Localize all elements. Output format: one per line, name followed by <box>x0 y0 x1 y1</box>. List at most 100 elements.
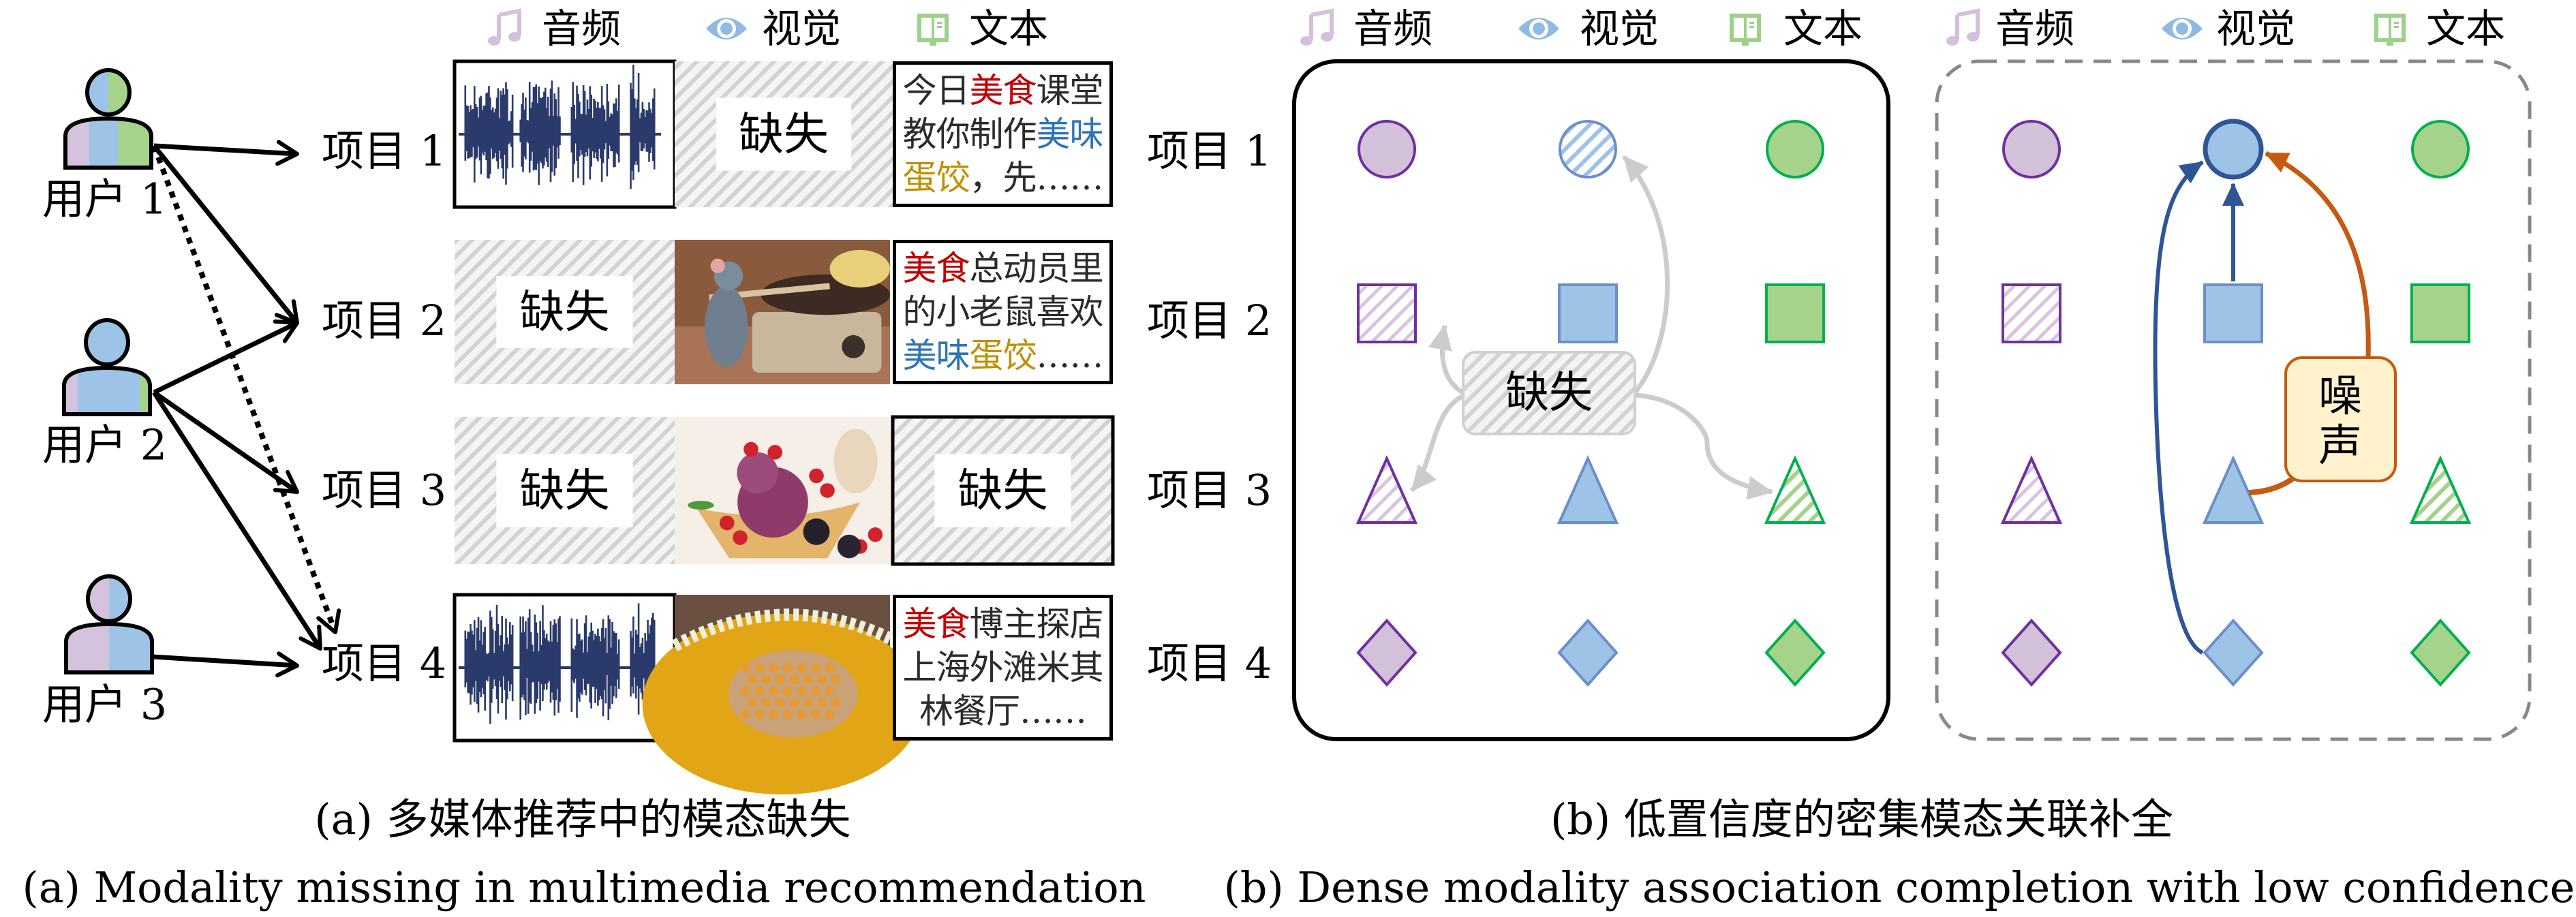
item-label-b-4: 项目 4 <box>1147 638 1272 688</box>
missing-modality-box: 缺失 <box>675 61 893 207</box>
item-label-a-4: 项目 4 <box>322 638 447 688</box>
text-line: 蛋饺，先…… <box>902 156 1104 200</box>
diamond-text-item4 <box>2410 618 2471 687</box>
eye-icon <box>1518 18 1559 40</box>
text-line: 的小老鼠喜欢 <box>902 290 1104 334</box>
text-segment-dark: 上海外滩米其 <box>902 648 1104 687</box>
diamond-text-item4 <box>1764 618 1826 687</box>
text-segment-dark: 的小老鼠喜欢 <box>902 292 1104 332</box>
text-segment-red: 美食 <box>969 71 1037 110</box>
music-note-icon <box>1946 8 1980 46</box>
modality-legend-b-right: 音频视觉文本 <box>1946 5 2505 52</box>
user-item-interactions <box>151 140 341 678</box>
item-label-a-2: 项目 2 <box>322 296 447 345</box>
diamond-audio-item4 <box>1356 618 1417 687</box>
user-group: 用户 1用户 2用户 3 <box>42 68 167 730</box>
text-segment-gold: 蛋饺 <box>969 336 1037 375</box>
missing-modality-box: 缺失 <box>455 417 675 564</box>
text-line: 美味蛋饺…… <box>902 334 1104 377</box>
user-body <box>66 624 152 672</box>
legend-label-visual: 视觉 <box>2216 5 2295 52</box>
missing-label: 缺失 <box>520 286 610 339</box>
user-2: 用户 2 <box>42 318 167 470</box>
item-label-a-1: 项目 1 <box>322 126 447 176</box>
circle-visual-item1 <box>1559 120 1617 178</box>
text-modality-box: 美食总动员里的小老鼠喜欢美味蛋饺…… <box>893 240 1113 384</box>
square-visual-item2 <box>1558 283 1618 343</box>
missing-label: 缺失 <box>958 465 1048 517</box>
interaction-arrow-user1-item2 <box>152 144 299 325</box>
diamond-visual-item4 <box>1557 618 1619 687</box>
circle-text-item1 <box>2411 120 2470 178</box>
waveform-bars <box>464 64 656 189</box>
book-icon <box>917 14 949 46</box>
music-note-icon <box>1300 8 1334 46</box>
missing-node: 缺失 <box>1462 351 1636 435</box>
noise-node <box>2284 356 2397 482</box>
legend-label-text: 文本 <box>969 5 1048 52</box>
text-segment-red: 美食 <box>902 249 970 288</box>
text-segment-dark: 林餐厅…… <box>919 691 1087 731</box>
triangle-audio-item3 <box>2000 455 2063 524</box>
triangle-audio-item3 <box>1355 455 1418 524</box>
noise-label-char-1: 噪 <box>2318 371 2362 422</box>
legend-label-visual: 视觉 <box>1580 5 1659 52</box>
noise-label-char-2: 声 <box>2318 421 2362 471</box>
user-label: 用户 2 <box>42 420 167 470</box>
triangle-text-item3 <box>1764 455 1826 524</box>
text-segment-dark: 博主探店 <box>969 604 1104 644</box>
missing-completion-arrows <box>1410 155 1774 500</box>
photo-ratatouille-cooking <box>675 240 890 384</box>
interaction-arrow-user2-item4 <box>152 391 322 651</box>
music-note-icon <box>488 8 521 46</box>
square-text-item2 <box>1765 283 1825 343</box>
modality-grid-right: 噪声 <box>2000 119 2472 687</box>
photo-ice-cream-berries <box>675 417 893 564</box>
interaction-arrow-user1-item4 <box>151 144 341 634</box>
missing-label: 缺失 <box>520 465 610 517</box>
circle-audio-item1 <box>2002 120 2061 178</box>
interaction-arrow-user1-item1 <box>153 140 299 166</box>
item-label-b-2: 项目 2 <box>1147 296 1272 345</box>
square-text-item2 <box>2410 283 2470 343</box>
eye-icon <box>706 18 747 40</box>
waveform-bars <box>464 603 656 724</box>
triangle-text-item3 <box>2409 455 2472 524</box>
legend-label-visual: 视觉 <box>762 5 841 52</box>
missing-modality-box: 缺失 <box>891 415 1115 566</box>
text-segment-gold: 蛋饺 <box>902 158 970 198</box>
item-row-3: 缺失 缺失 <box>455 415 1115 566</box>
text-segment-dark: …… <box>1036 336 1104 375</box>
noisy-completion: 噪声 <box>2248 151 2397 495</box>
user-body <box>65 119 151 168</box>
square-audio-item2 <box>1357 283 1417 343</box>
arrow-visual-diamond-to-circle <box>2153 160 2204 655</box>
item-label-a-3: 项目 3 <box>322 465 447 515</box>
legend-label-audio: 音频 <box>1353 5 1432 52</box>
text-line: 林餐厅…… <box>919 689 1087 733</box>
diamond-visual-item4 <box>2203 618 2264 687</box>
interaction-arrow-user3-item4 <box>152 651 299 678</box>
circle-visual-item1 <box>2203 119 2264 180</box>
text-segment-dark: ，先…… <box>969 158 1104 198</box>
modality-legend-a: 音频视觉文本 <box>488 5 1048 52</box>
interaction-arrow-user2-item2 <box>153 319 299 395</box>
text-segment-blue: 美味 <box>902 336 970 375</box>
user-1: 用户 1 <box>42 68 167 224</box>
missing-node-label: 缺失 <box>1505 368 1593 418</box>
panel-b-left-frame <box>1292 59 1890 741</box>
text-segment-dark: 教你制作 <box>902 114 1037 154</box>
circle-text-item1 <box>1766 120 1824 178</box>
item-row-1: 缺失 <box>453 59 893 209</box>
square-audio-item2 <box>2002 283 2061 343</box>
confident-completion-arrows <box>2153 160 2244 655</box>
item-label-b-1: 项目 1 <box>1147 126 1272 176</box>
caption-b-en: (b) Dense modality association completio… <box>1223 862 2575 912</box>
text-modality-box: 今日美食课堂教你制作美味蛋饺，先…… <box>893 61 1113 207</box>
text-line: 教你制作美味 <box>902 112 1104 156</box>
panel-b-right-frame <box>1935 59 2532 741</box>
eye-icon <box>2162 18 2203 40</box>
modality-grid-left: 缺失 <box>1355 120 1826 687</box>
